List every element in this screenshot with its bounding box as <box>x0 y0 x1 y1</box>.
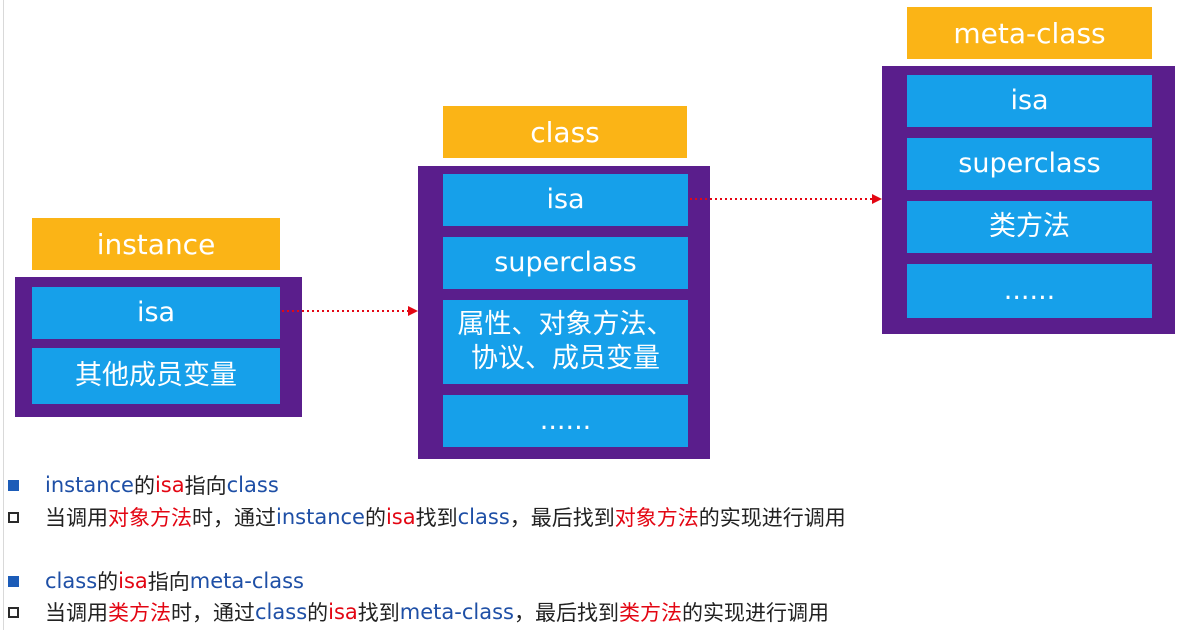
hollow-square-bullet-icon <box>8 606 19 618</box>
class-isa-arrow <box>690 194 882 204</box>
left-border-line <box>3 0 4 630</box>
instance-isa-arrow <box>282 306 418 316</box>
meta-class-superclass-slot: superclass <box>907 138 1152 190</box>
instance-isa-slot: isa <box>32 287 280 339</box>
class-methods-slot: 属性、对象方法、 协议、成员变量 <box>443 300 688 384</box>
filled-square-bullet-icon <box>8 479 19 491</box>
class-isa-slot: isa <box>443 174 688 226</box>
meta-class-title: meta-class <box>907 7 1152 59</box>
meta-class-class-methods-slot: 类方法 <box>907 201 1152 253</box>
meta-class-isa-slot: isa <box>907 75 1152 127</box>
class-methods-line-1: 属性、对象方法、 <box>457 309 674 340</box>
instance-title: instance <box>32 218 280 270</box>
class-ellipsis-slot: ...... <box>443 395 688 447</box>
class-title: class <box>443 106 687 158</box>
class-superclass-slot: superclass <box>443 237 688 289</box>
meta-class-ellipsis-slot: ...... <box>907 264 1152 318</box>
instance-member-vars-slot: 其他成员变量 <box>32 348 280 404</box>
class-methods-line-2: 协议、成员变量 <box>471 343 660 374</box>
hollow-square-bullet-icon <box>8 511 19 523</box>
filled-square-bullet-icon <box>8 575 19 587</box>
